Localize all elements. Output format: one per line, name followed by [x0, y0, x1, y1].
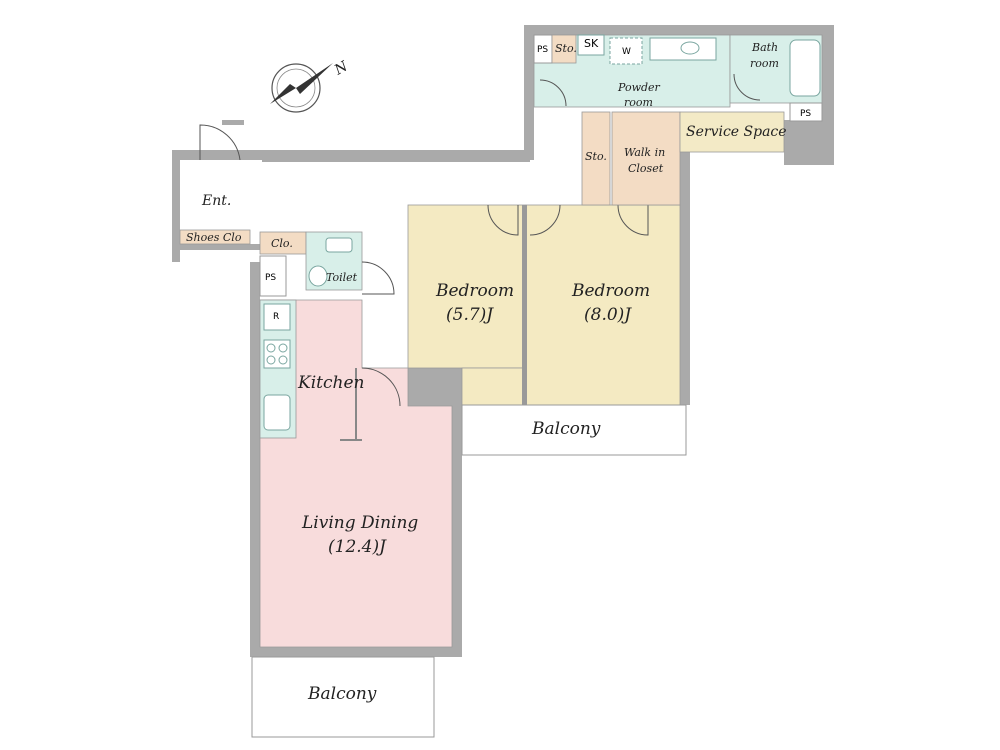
- bedroom2-size: (8.0)J: [584, 305, 632, 325]
- bedroom1-floor: [407, 204, 527, 369]
- powder-door-icon: [539, 79, 567, 107]
- sink-label: SK: [584, 37, 599, 50]
- refrigerator-box: [263, 303, 291, 331]
- kitchen-label: Kitchen: [297, 373, 364, 393]
- entrance-label: Ent.: [201, 193, 231, 209]
- bedroom2-floor: [525, 204, 681, 406]
- storage-2: [551, 34, 577, 64]
- ps-label-2: PS: [537, 45, 548, 55]
- bath-label-1: Bath: [751, 41, 778, 54]
- bedroom1-name: Bedroom: [435, 281, 514, 301]
- living-door-icon: [361, 367, 401, 407]
- column: [408, 368, 462, 406]
- kitchen-sink-icon: [263, 394, 291, 431]
- toilet-icon: [308, 265, 328, 287]
- washer-box: [609, 37, 643, 65]
- bathtub-icon: [789, 39, 821, 97]
- powder-label-1: Powder: [617, 81, 661, 94]
- bedroom1-size: (5.7)J: [446, 305, 494, 325]
- ps-label-1: PS: [265, 273, 276, 283]
- washer-label: W: [622, 47, 631, 57]
- ps-box-1: [259, 255, 287, 297]
- stove-icon: [263, 339, 291, 369]
- service-space: [679, 111, 785, 153]
- toilet-label: Toilet: [326, 271, 358, 284]
- compass-label: N: [331, 58, 351, 79]
- entrance-door-icon: [199, 124, 241, 161]
- living-dining-size: (12.4)J: [328, 537, 387, 557]
- sink-box: [577, 34, 605, 56]
- ps-label-3: PS: [800, 109, 811, 119]
- storage-2-label: Sto.: [555, 42, 577, 55]
- bath-label-2: room: [750, 57, 779, 70]
- bedroom2-door-icon: [529, 204, 561, 236]
- walkin-door-icon: [617, 204, 649, 236]
- storage-1: [581, 111, 611, 206]
- shoes-closet-label: Shoes Clo: [186, 231, 242, 244]
- powder-label-2: room: [624, 96, 653, 109]
- ps-box-3: [789, 102, 823, 122]
- compass-icon: [270, 63, 333, 113]
- walk-in-label-2: Closet: [628, 162, 664, 175]
- balcony-lower: [251, 656, 435, 738]
- bath-door-icon: [733, 73, 761, 101]
- balcony-right-label: Balcony: [531, 419, 601, 439]
- bedroom1-lower: [461, 367, 527, 407]
- storage-1-label: Sto.: [585, 150, 607, 163]
- walk-in-closet: [611, 111, 681, 206]
- balcony-right: [461, 404, 687, 456]
- bedroom2-name: Bedroom: [571, 281, 650, 301]
- toilet-door-icon: [361, 261, 395, 295]
- living-dining-floor: [259, 299, 453, 648]
- closet-label: Clo.: [271, 237, 293, 250]
- bedroom-divider: [522, 205, 527, 405]
- bedroom1-door-icon: [487, 204, 519, 236]
- shoes-closet: [179, 229, 251, 245]
- service-space-label: Service Space: [686, 124, 787, 140]
- refrigerator-label: R: [273, 312, 279, 322]
- walk-in-label-1: Walk in: [624, 146, 665, 159]
- living-dining-name: Living Dining: [301, 513, 418, 533]
- balcony-lower-label: Balcony: [307, 684, 377, 704]
